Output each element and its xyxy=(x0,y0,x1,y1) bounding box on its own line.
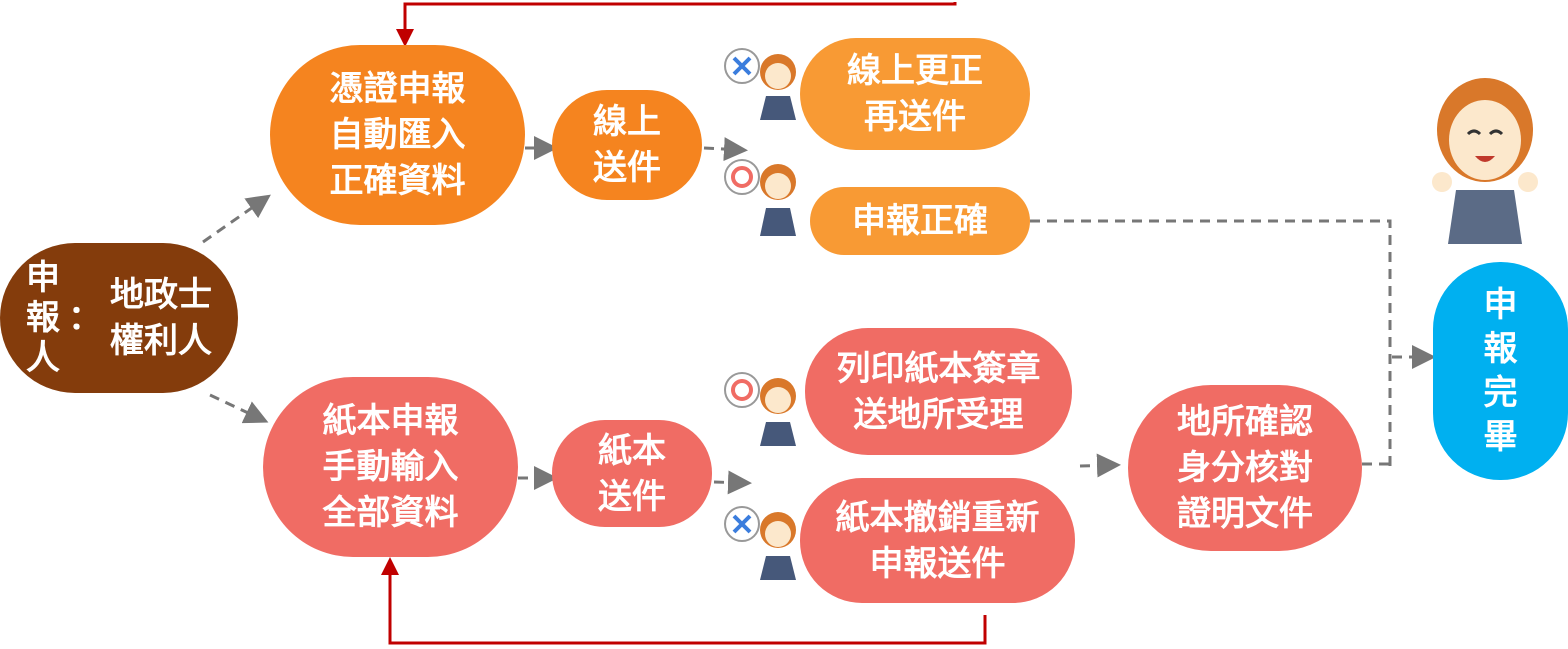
paper-input-node: 紙本申報 手動輸入 全部資料 xyxy=(263,377,518,557)
paper-print-node: 列印紙本簽章 送地所受理 xyxy=(805,328,1072,455)
o-sign-icon xyxy=(724,159,796,236)
applicant-label: 申 報 人 xyxy=(26,258,60,378)
done-node: 申 報 完 畢 xyxy=(1433,262,1568,480)
applicant-roles: 地政士 權利人 xyxy=(110,275,212,361)
applicant-node: 申 報 人 ： 地政士 權利人 xyxy=(0,243,238,393)
x-sign-icon xyxy=(724,506,796,580)
o-sign-icon xyxy=(724,372,796,446)
paper-send-node: 紙本 送件 xyxy=(552,420,712,527)
paper-revoke-node: 紙本撤銷重新 申報送件 xyxy=(800,478,1075,603)
applicant-colon: ： xyxy=(68,298,102,338)
x-sign-icon xyxy=(724,48,796,120)
online-import-node: 憑證申報 自動匯入 正確資料 xyxy=(270,45,525,225)
happy-person-icon xyxy=(1432,78,1538,244)
online-correct-resend-node: 線上更正 再送件 xyxy=(800,38,1030,150)
online-ok-node: 申報正確 xyxy=(810,187,1030,255)
office-verify-node: 地所確認 身分核對 證明文件 xyxy=(1128,385,1362,551)
online-send-node: 線上 送件 xyxy=(552,90,702,200)
